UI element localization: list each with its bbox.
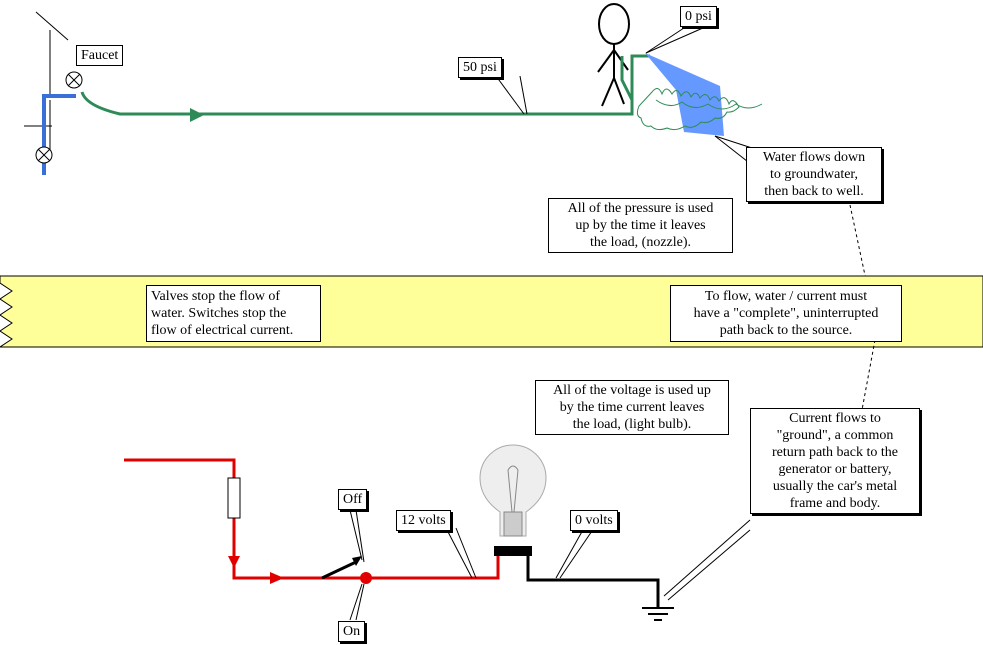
voltage-0-label: 0 volts [570, 510, 618, 531]
faucet-valve-icon [65, 71, 83, 89]
callout-leaders-water [495, 23, 867, 281]
valves-line: water. Switches stop the [151, 306, 287, 321]
switch-off-label: Off [338, 489, 368, 510]
callout-leaders-switch [349, 509, 751, 621]
ground-symbol-icon [642, 607, 674, 621]
valves-note: Valves stop the flow of water. Switches … [146, 285, 321, 342]
valves-line: flow of electrical current. [151, 323, 294, 338]
water-flows-line: to groundwater, [769, 167, 859, 182]
water-flows-line: Water flows down [762, 150, 866, 165]
ground-return-note: Current flows to "ground", a common retu… [750, 408, 920, 514]
hose-hand-segment [620, 56, 634, 101]
voltage-used-line: the load, (light bulb). [572, 417, 692, 432]
voltage-used-note: All of the voltage is used up by the tim… [535, 380, 729, 435]
voltage-used-line: by the time current leaves [559, 400, 705, 415]
ground-return-line: Current flows to [789, 411, 881, 426]
person-figure [597, 3, 630, 107]
fuse [227, 477, 241, 519]
pressure-used-line: up by the time it leaves [575, 218, 706, 233]
switch-on-label: On [338, 621, 366, 642]
pressure-50-label: 50 psi [458, 57, 502, 78]
complete-path-note: To flow, water / current must have a "co… [670, 285, 902, 342]
water-pipe [42, 94, 76, 175]
water-spray [645, 53, 724, 136]
pressure-used-line: All of the pressure is used [567, 201, 714, 216]
garden-hose [80, 54, 650, 116]
pressure-used-note: All of the pressure is used up by the ti… [548, 198, 733, 253]
bulb-socket [494, 546, 532, 556]
faucet-label: Faucet [76, 45, 124, 66]
pressure-0-label: 0 psi [680, 6, 717, 27]
ground-return-line: usually the car's metal [772, 479, 898, 494]
complete-path-line: To flow, water / current must [704, 289, 868, 304]
ground-return-line: "ground", a common [776, 428, 894, 443]
pressure-used-line: the load, (nozzle). [589, 235, 692, 250]
voltage-12-label: 12 volts [396, 510, 451, 531]
ground-return-line: generator or battery, [778, 462, 892, 477]
voltage-used-line: All of the voltage is used up [553, 383, 711, 398]
water-flows-note: Water flows down to groundwater, then ba… [746, 147, 882, 202]
light-bulb-icon [479, 444, 547, 556]
flow-arrow-icon [190, 108, 204, 122]
switch [321, 556, 372, 584]
current-arrow-icon [228, 556, 240, 568]
ground-wire [526, 556, 660, 608]
complete-path-line: have a "complete", uninterrupted [693, 306, 879, 321]
shrub [636, 88, 763, 131]
switch-contact [360, 572, 372, 584]
ground-return-line: return path back to the [772, 445, 898, 460]
water-flows-line: then back to well. [764, 184, 864, 199]
valves-line: Valves stop the flow of [151, 289, 281, 304]
faucet-assembly [24, 11, 83, 175]
hot-wire [124, 458, 500, 580]
ground-return-line: frame and body. [789, 496, 881, 511]
shutoff-valve-icon [35, 146, 53, 164]
complete-path-line: path back to the source. [719, 323, 853, 338]
current-arrow-icon [270, 572, 284, 584]
